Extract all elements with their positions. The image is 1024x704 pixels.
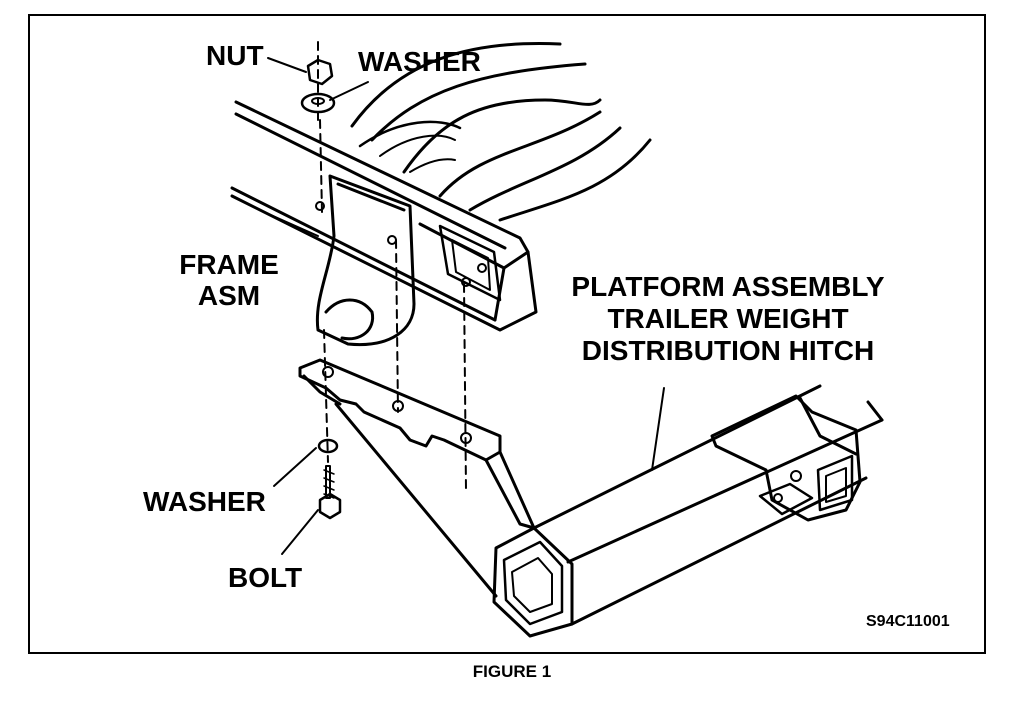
- leader-lines: [263, 57, 665, 555]
- platform-label-line-1: PLATFORM ASSEMBLY: [571, 271, 885, 302]
- frame-rail: [230, 42, 652, 332]
- nut-label: NUT: [206, 40, 264, 71]
- bolt-label: BOLT: [228, 562, 303, 593]
- bottom-hardware: [317, 438, 342, 520]
- frame-label-line-2: ASM: [197, 280, 261, 311]
- platform-assembly-label: PLATFORM ASSEMBLY TRAILER WEIGHT DISTRIB…: [545, 273, 911, 365]
- figure-caption: FIGURE 1: [472, 662, 552, 681]
- top-hardware: [300, 58, 336, 114]
- platform-label-line-2: TRAILER WEIGHT: [607, 303, 849, 334]
- frame-asm-label: FRAME ASM: [170, 251, 288, 310]
- washer-bottom-label: WASHER: [143, 486, 266, 517]
- frame-label-line-1: FRAME: [179, 249, 279, 280]
- washer-top-label: WASHER: [358, 46, 481, 77]
- alignment-lines: [317, 41, 467, 491]
- frame-bracket: [315, 174, 471, 347]
- platform-assembly: [298, 358, 884, 638]
- figure-code: S94C11001: [866, 613, 950, 630]
- figure-border: [28, 14, 986, 654]
- platform-label-line-3: DISTRIBUTION HITCH: [581, 335, 875, 366]
